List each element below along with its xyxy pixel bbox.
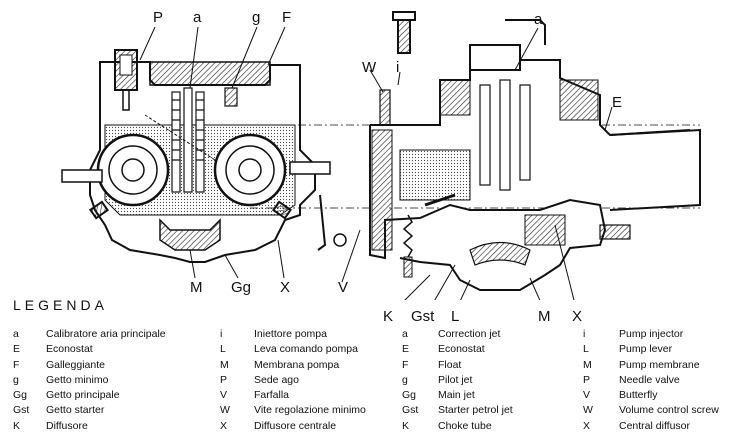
legend-code: i — [583, 328, 586, 340]
legend-text: Pilot jet — [438, 373, 473, 386]
legend-text: Pump lever — [619, 343, 673, 356]
callout-left-V: V — [338, 279, 349, 296]
callout-right-E: E — [612, 94, 623, 111]
callout-right-W: W — [362, 59, 377, 76]
legend-code: g — [13, 373, 19, 386]
callout-left-Gg: Gg — [231, 279, 252, 296]
callout-left-F: F — [282, 9, 292, 26]
legend-code: Gg — [402, 389, 417, 402]
legend-code: Gg — [13, 389, 28, 402]
legend-code: g — [402, 373, 408, 386]
legend-text: Diffusore — [46, 419, 88, 432]
legend-text: Membrana pompa — [254, 358, 340, 371]
legend-code: F — [13, 358, 20, 371]
legend-code: L — [220, 343, 226, 356]
legend-code: X — [220, 419, 228, 432]
legend-text: Sede ago — [254, 373, 299, 386]
legend-code: K — [13, 419, 21, 432]
legend-text: Leva comando pompa — [254, 343, 358, 356]
legend-code: V — [220, 389, 228, 402]
legend-code: K — [402, 419, 410, 432]
front-section-view — [61, 49, 347, 263]
legend-code: E — [13, 343, 21, 356]
legend-text: Correction jet — [438, 328, 501, 340]
legend-text: Pump membrane — [619, 358, 700, 371]
legend-text: Pump injector — [619, 328, 684, 340]
legend-code: P — [220, 373, 228, 386]
legend-code: Gst — [402, 404, 419, 417]
callout-right-X: X — [572, 308, 583, 325]
legend-code: P — [583, 373, 591, 386]
legend-code: E — [402, 343, 410, 356]
legend-text: Float — [438, 358, 462, 371]
legend-text: Getto minimo — [46, 373, 109, 386]
callout-right-K: K — [383, 308, 394, 325]
legend-text: Getto starter — [46, 404, 105, 417]
leader-lines — [139, 26, 613, 300]
callout-right-M: M — [538, 308, 551, 325]
callout-left-a: a — [193, 9, 202, 26]
callout-left-g: g — [252, 9, 261, 26]
legend-text: Starter petrol jet — [438, 404, 513, 417]
legend-text: Econostat — [46, 343, 93, 356]
legend-code: a — [402, 328, 408, 340]
legend-text: Iniettore pompa — [254, 328, 327, 340]
legend-code: Gst — [13, 404, 30, 417]
callout-right-L: L — [451, 308, 460, 325]
callout-left-M: M — [190, 279, 203, 296]
callout-right-Gst: Gst — [411, 308, 435, 325]
legend-text: Vite regolazione minimo — [254, 404, 366, 417]
legend-text: Farfalla — [254, 389, 290, 402]
side-section-view — [250, 11, 701, 291]
carburettor-diagram — [61, 11, 701, 300]
callout-right-a: a — [534, 11, 543, 28]
legend-text: Calibratore aria principale — [46, 328, 166, 340]
legend-text: Butterfly — [619, 389, 658, 402]
legend-code: i — [220, 328, 223, 340]
legend-text: Econostat — [438, 343, 485, 356]
legend-text: Choke tube — [438, 419, 492, 432]
legend-code: L — [583, 343, 589, 356]
legend-code: M — [220, 358, 229, 371]
legend-code: X — [583, 419, 591, 432]
legend-title: LEGENDA — [13, 297, 108, 313]
legend-code: a — [13, 328, 19, 340]
legend-code: F — [402, 358, 409, 371]
legend-text: Main jet — [438, 389, 475, 402]
legend-code: W — [583, 404, 593, 417]
legend-text: Volume control screw — [619, 404, 719, 417]
legend-text: Galleggiante — [46, 358, 105, 371]
legend-code: V — [583, 389, 591, 402]
legend-text: Needle valve — [619, 373, 680, 386]
callout-left-X: X — [280, 279, 291, 296]
legend-text: Diffusore centrale — [254, 419, 337, 432]
legend-code: M — [583, 358, 592, 371]
legend-code: W — [220, 404, 230, 417]
callout-left-P: P — [153, 9, 164, 26]
legend-text: Getto principale — [46, 389, 120, 402]
callout-right-i: i — [396, 59, 400, 76]
legend-text: Central diffusor — [619, 419, 691, 432]
